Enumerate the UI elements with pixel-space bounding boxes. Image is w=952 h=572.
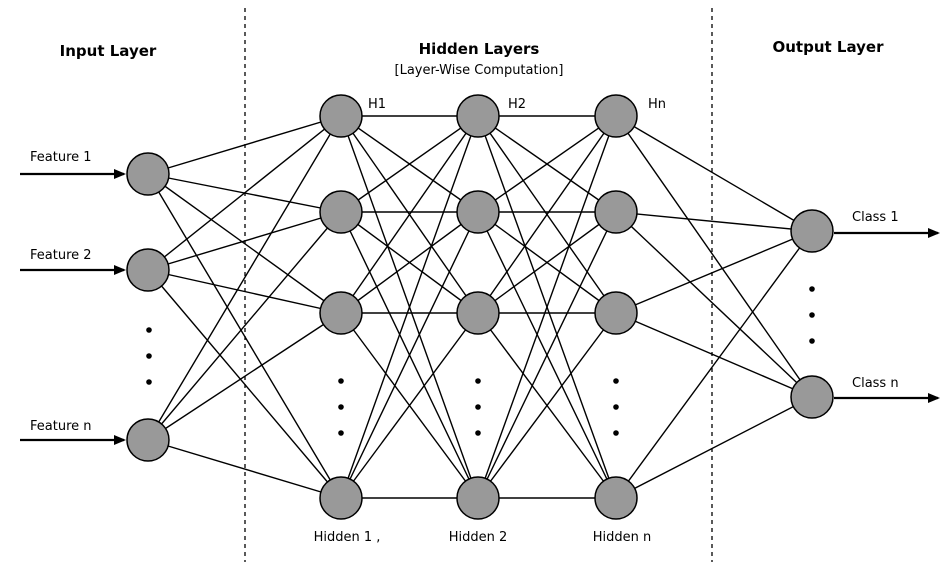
hidden-layers-title: Hidden Layers <box>419 40 540 58</box>
hidden-1-label: Hidden 1 , <box>314 530 381 545</box>
connection-input-2-to-hidden-1-4 <box>147 269 342 499</box>
hidden-2-label: Hidden 2 <box>449 530 508 545</box>
hidden-1-node-2 <box>319 190 363 234</box>
connections <box>147 115 813 499</box>
input-ellipsis-dot-2 <box>146 353 152 359</box>
input-ellipsis-dot-1 <box>146 327 152 333</box>
connection-hidden-1-3-to-hidden-2-2 <box>340 211 479 314</box>
output-node-1 <box>790 209 834 253</box>
hidden-n-label: Hidden n <box>593 530 652 545</box>
hidden-layers-subtitle: [Layer-Wise Computation] <box>395 63 564 78</box>
hidden-2-node-4 <box>456 476 500 520</box>
hn-label: Hn <box>648 97 666 112</box>
connection-hidden-2-3-to-hidden-n-2 <box>477 211 617 314</box>
hidden-1-ellipsis-dot-3 <box>338 430 344 436</box>
connection-hidden-2-4-to-hidden-n-3 <box>477 312 617 499</box>
connection-input-2-to-hidden-1-2 <box>147 211 342 271</box>
connection-input-1-to-hidden-1-4 <box>147 173 342 499</box>
hidden-2-ellipsis-dot-3 <box>475 430 481 436</box>
hidden-1-node-4 <box>319 476 363 520</box>
output-ellipsis-dot-1 <box>809 286 815 292</box>
output-ellipsis-dot-2 <box>809 312 815 318</box>
hidden-2-ellipsis-dot-2 <box>475 404 481 410</box>
connection-hidden-n-2-to-output-2 <box>615 211 813 398</box>
connection-hidden-n-1-to-output-2 <box>615 115 813 398</box>
hidden-n-node-3 <box>594 291 638 335</box>
connection-hidden-1-4-to-hidden-2-3 <box>340 312 479 499</box>
hidden-2-node-2 <box>456 190 500 234</box>
class-n-label: Class n <box>852 376 899 391</box>
input-node-1 <box>126 152 170 196</box>
hidden-n-node-1 <box>594 94 638 138</box>
connection-hidden-1-4-to-hidden-2-1 <box>340 115 479 499</box>
hidden-n-node-4 <box>594 476 638 520</box>
connection-hidden-2-3-to-hidden-n-1 <box>477 115 617 314</box>
hidden-n-ellipsis-dot-3 <box>613 430 619 436</box>
class-1-label: Class 1 <box>852 210 899 225</box>
connection-hidden-n-3-to-output-2 <box>615 312 813 398</box>
input-node-2 <box>126 248 170 292</box>
connection-hidden-2-4-to-hidden-n-1 <box>477 115 617 499</box>
hidden-2-node-3 <box>456 291 500 335</box>
nodes <box>126 94 834 520</box>
connection-input-3-to-hidden-1-1 <box>147 115 342 441</box>
hidden-n-ellipsis-dot-1 <box>613 378 619 384</box>
connection-input-2-to-hidden-1-3 <box>147 269 342 314</box>
connection-hidden-n-2-to-output-1 <box>615 211 813 232</box>
connection-input-1-to-hidden-1-3 <box>147 173 342 314</box>
input-layer-title: Input Layer <box>60 42 157 60</box>
ellipses <box>146 286 815 436</box>
connection-hidden-1-4-to-hidden-2-2 <box>340 211 479 499</box>
connection-input-1-to-hidden-1-1 <box>147 115 342 175</box>
h1-label: H1 <box>368 97 386 112</box>
connection-hidden-2-2-to-hidden-n-1 <box>477 115 617 213</box>
hidden-n-ellipsis-dot-2 <box>613 404 619 410</box>
connection-input-3-to-hidden-1-4 <box>147 439 342 499</box>
connection-hidden-n-1-to-output-1 <box>615 115 813 232</box>
output-ellipsis-dot-3 <box>809 338 815 344</box>
connection-input-3-to-hidden-1-3 <box>147 312 342 441</box>
connection-hidden-n-3-to-output-1 <box>615 230 813 314</box>
connection-hidden-1-2-to-hidden-2-1 <box>340 115 479 213</box>
feature-n-label: Feature n <box>30 419 92 434</box>
connection-input-3-to-hidden-1-2 <box>147 211 342 441</box>
input-ellipsis-dot-3 <box>146 379 152 385</box>
hidden-1-node-3 <box>319 291 363 335</box>
hidden-2-ellipsis-dot-1 <box>475 378 481 384</box>
connection-hidden-1-3-to-hidden-2-1 <box>340 115 479 314</box>
connection-hidden-2-4-to-hidden-n-2 <box>477 211 617 499</box>
connection-input-2-to-hidden-1-1 <box>147 115 342 271</box>
feature-2-label: Feature 2 <box>30 248 92 263</box>
input-node-3 <box>126 418 170 462</box>
output-layer-title: Output Layer <box>773 38 885 56</box>
connection-hidden-n-4-to-output-1 <box>615 230 813 499</box>
connection-hidden-n-4-to-output-2 <box>615 396 813 499</box>
output-node-2 <box>790 375 834 419</box>
hidden-n-node-2 <box>594 190 638 234</box>
hidden-2-node-1 <box>456 94 500 138</box>
h2-label: H2 <box>508 97 526 112</box>
hidden-1-ellipsis-dot-2 <box>338 404 344 410</box>
feature-1-label: Feature 1 <box>30 150 92 165</box>
hidden-1-ellipsis-dot-1 <box>338 378 344 384</box>
hidden-1-node-1 <box>319 94 363 138</box>
